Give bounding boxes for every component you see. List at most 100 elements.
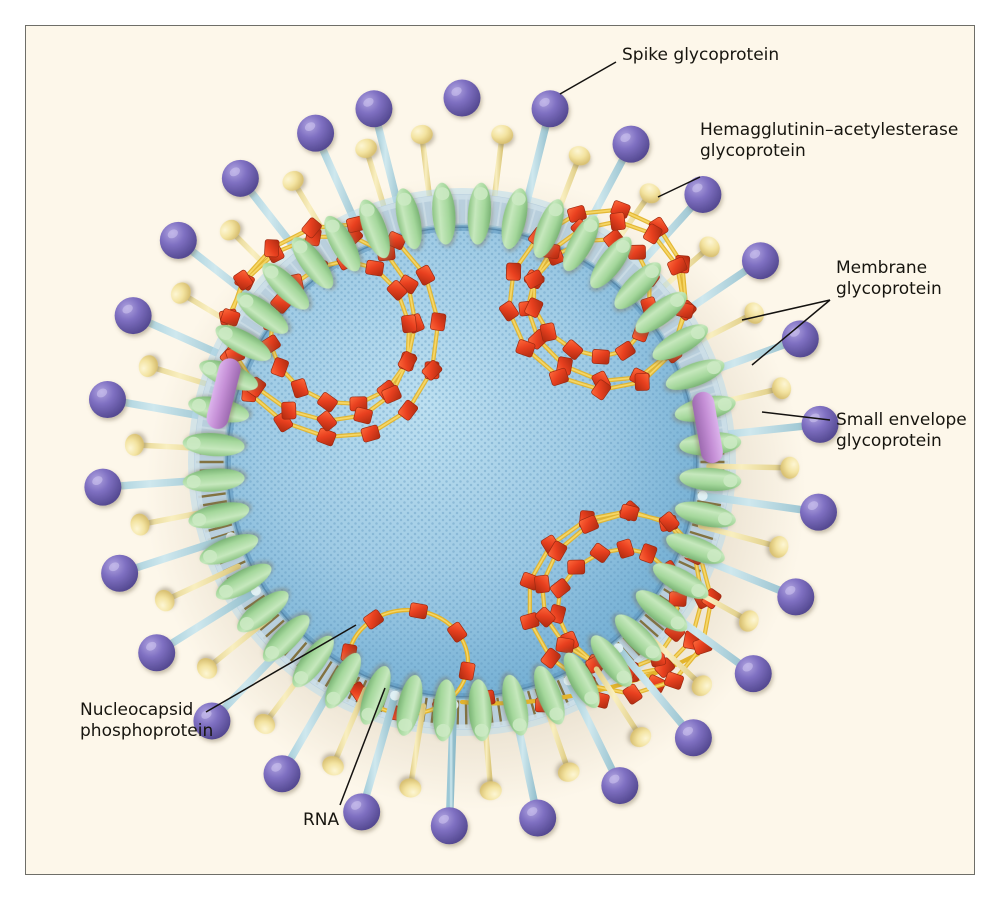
hemagglutinin-head: [568, 146, 591, 166]
hemagglutinin-head: [355, 138, 377, 158]
nucleocapsid-bead: [430, 312, 447, 332]
hemagglutinin-head: [699, 236, 720, 258]
hemagglutinin-head: [196, 657, 218, 679]
membrane-glycoprotein-cap: [706, 361, 721, 375]
spike-highlight: [451, 87, 462, 96]
hemagglutinin-head: [772, 377, 792, 400]
spike-head: [355, 90, 393, 128]
nucleocapsid-bead: [555, 636, 575, 654]
label-spike-glycoprotein: Spike glycoprotein: [622, 45, 780, 65]
hemagglutinin-head: [479, 781, 502, 801]
spike-highlight: [351, 800, 362, 810]
hemagglutinin-stalk: [697, 523, 782, 550]
membrane-glycoprotein: [359, 199, 390, 259]
nucleocapsid-phosphoprotein: [539, 322, 557, 342]
membrane-glycoprotein: [674, 501, 736, 528]
lipid-tail: [641, 611, 668, 634]
lipid-tail: [526, 206, 537, 237]
membrane-glycoprotein: [563, 215, 599, 272]
spike-glycoprotein: [343, 690, 401, 831]
nucleocapsid-phosphoprotein: [639, 543, 658, 564]
spike-head: [138, 634, 176, 672]
membrane-glycoprotein-cap: [645, 645, 660, 659]
membrane-glycoprotein-cap: [239, 617, 254, 631]
lipid-tail: [464, 196, 468, 228]
lipid-tail: [636, 617, 662, 640]
lipid-tail: [495, 694, 503, 726]
nucleocapsid-bead: [524, 297, 544, 318]
membrane-glycoprotein-cap: [670, 293, 685, 307]
nucleocapsid-phosphoprotein: [317, 392, 338, 413]
membrane-glycoprotein: [199, 534, 259, 565]
membrane-glycoprotein-cap: [615, 239, 630, 253]
nucleocapsid-bead: [316, 410, 337, 432]
spike-head: [612, 125, 650, 163]
nucleocapsid-phosphoprotein: [534, 606, 556, 628]
spike-highlight: [96, 388, 108, 398]
spike-anchor: [697, 490, 708, 501]
membrane-glycoprotein-cap: [511, 192, 526, 206]
nucleocapsid-phosphoprotein: [397, 399, 419, 421]
hemagglutinin-head: [780, 456, 800, 479]
label-hemagglutinin-acetylesterase-glycoprotein: Hemagglutinin–acetylesterase glycoprotei…: [700, 120, 959, 161]
nucleocapsid-phosphoprotein: [578, 515, 599, 534]
rna-strand-highlight: [528, 509, 713, 696]
membrane-glycoprotein-cap: [325, 219, 340, 233]
membrane-glycoprotein: [614, 262, 662, 310]
lipid-tail: [387, 206, 398, 237]
spike-highlight: [527, 807, 538, 816]
hemagglutinin-acetylesterase-glycoprotein: [593, 666, 652, 748]
nucleocapsid-bead: [548, 367, 569, 386]
nucleocapsid-phosphoprotein: [615, 340, 636, 361]
hemagglutinin-head: [769, 535, 789, 558]
lipid-tail: [236, 319, 264, 338]
label-leader-lines: [205, 61, 831, 806]
nucleocapsid-phosphoprotein: [524, 297, 544, 318]
spike-head: [159, 221, 197, 259]
lipid-tail: [421, 198, 429, 230]
spike-head: [430, 807, 468, 845]
lipid-tail: [287, 259, 310, 285]
lipid-tail: [589, 238, 609, 266]
spike-highlight: [438, 814, 449, 824]
spike-highlight: [304, 122, 316, 132]
hemagglutinin-head: [254, 713, 276, 735]
nucleocapsid-phosphoprotein: [505, 262, 522, 281]
small-envelope-glycoprotein-layer: [206, 358, 723, 464]
spike-highlight: [620, 133, 631, 143]
spike-head: [297, 114, 335, 152]
nucleocapsid-phosphoprotein: [386, 279, 408, 301]
nucleocapsid-phosphoprotein: [659, 511, 680, 533]
nucleocapsid-bead: [609, 212, 626, 231]
lipid-tail: [204, 522, 236, 533]
membrane-glycoprotein: [182, 432, 245, 457]
nucleocapsid-bead: [578, 515, 599, 534]
hemagglutinin-head: [630, 727, 652, 748]
membrane-glycoprotein: [533, 199, 564, 258]
hemagglutinin-head: [138, 355, 158, 377]
nucleocapsid-phosphoprotein: [549, 578, 571, 599]
membrane-glycoprotein: [237, 590, 289, 633]
membrane-glycoprotein-cap: [690, 326, 705, 340]
membrane-glycoprotein: [635, 590, 688, 632]
label-nucleocapsid-phosphoprotein: Nucleocapsid phosphoprotein: [80, 700, 214, 741]
nucleocapsid-bead: [264, 239, 280, 258]
membrane-glycoprotein-cap: [218, 326, 233, 340]
nucleocapsid-bead: [499, 300, 519, 322]
nucleocapsid-bead: [567, 559, 586, 575]
membrane-glycoprotein: [563, 652, 600, 709]
membrane-glycoprotein: [236, 292, 289, 334]
membrane-glycoprotein: [665, 359, 725, 390]
nucleocapsid-bead: [664, 671, 684, 690]
nucleocapsid-phosphoprotein: [421, 360, 443, 381]
lipid-tail: [686, 383, 717, 395]
membrane-glycoprotein: [502, 674, 529, 736]
spike-highlight: [785, 585, 796, 595]
nucleocapsid-bead: [397, 351, 418, 372]
membrane-glycoprotein-cap: [548, 203, 563, 217]
membrane-glycoprotein: [215, 563, 272, 600]
lipid-tail: [495, 198, 503, 230]
lipid-tail: [686, 529, 717, 542]
hemagglutinin-head: [282, 170, 304, 191]
spike-highlight: [682, 726, 694, 736]
